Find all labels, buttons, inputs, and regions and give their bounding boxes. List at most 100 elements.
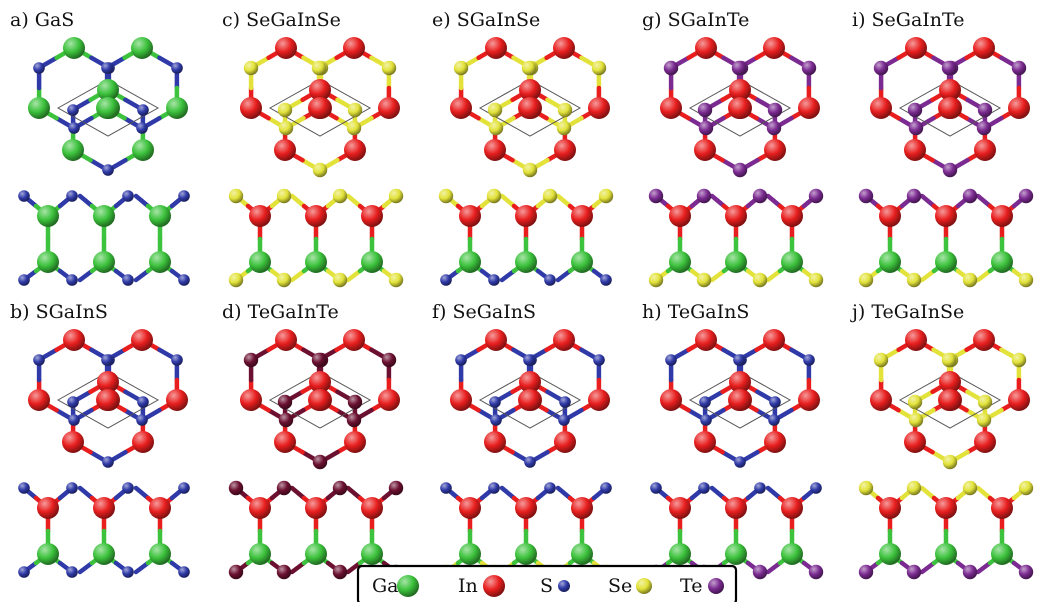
side-atom-top (962, 188, 978, 204)
top-atom (522, 162, 538, 178)
panel-label: a) GaS (10, 9, 74, 31)
top-atom (63, 329, 85, 351)
side-atom-bottom (752, 564, 768, 580)
top-view (870, 37, 1030, 178)
top-atom (488, 120, 504, 136)
top-atom (484, 139, 506, 161)
top-atom (942, 454, 958, 470)
side-atom-middle (669, 543, 691, 565)
top-atom (243, 352, 259, 368)
top-atom (131, 329, 153, 351)
side-atom-bottom (276, 564, 292, 580)
top-atom (974, 431, 996, 453)
legend-item-ga: Ga (372, 575, 419, 597)
top-atom (136, 414, 148, 426)
top-atom (132, 139, 154, 161)
side-atom-middle (515, 497, 537, 519)
side-atom-middle (305, 497, 327, 519)
unit-cell (898, 79, 1002, 137)
top-atom (137, 104, 149, 116)
top-atom (976, 120, 992, 136)
side-atom-top (388, 480, 404, 496)
side-atom-top (18, 482, 30, 494)
top-atom (346, 412, 362, 428)
side-atom-middle (149, 543, 171, 565)
top-atom (309, 97, 331, 119)
side-atom-top (388, 188, 404, 204)
side-atom-middle (725, 205, 747, 227)
side-atom-middle (991, 497, 1013, 519)
top-atom (907, 394, 923, 410)
top-atom (309, 79, 331, 101)
side-atom-middle (37, 497, 59, 519)
side-atom-middle (669, 251, 691, 273)
legend-swatch (397, 575, 419, 597)
top-atom (941, 60, 957, 76)
top-atom (1011, 60, 1027, 76)
top-atom (312, 454, 328, 470)
panel-g: g) SGaInTe (642, 9, 824, 288)
top-atom (939, 389, 961, 411)
top-atom (769, 396, 781, 408)
legend-swatch (636, 578, 652, 594)
top-atom (309, 389, 331, 411)
side-atom-top (18, 190, 30, 202)
side-atom-top (488, 482, 500, 494)
side-atom-top (276, 480, 292, 496)
top-atom (553, 37, 575, 59)
side-view (858, 480, 1034, 580)
side-view (228, 480, 404, 580)
top-atom (729, 97, 751, 119)
top-atom (381, 352, 397, 368)
top-atom (33, 354, 45, 366)
top-atom (803, 354, 815, 366)
side-atom-top (66, 190, 78, 202)
side-atom-middle (935, 205, 957, 227)
top-atom (973, 37, 995, 59)
side-atom-middle (249, 497, 271, 519)
top-atom (137, 396, 149, 408)
panel-i: i) SeGaInTe (852, 9, 1034, 288)
side-atom-middle (93, 251, 115, 273)
side-view (18, 482, 190, 578)
legend-label: Te (680, 575, 702, 597)
side-atom-middle (305, 251, 327, 273)
side-atom-middle (571, 205, 593, 227)
side-atom-bottom (962, 272, 978, 288)
top-atom (378, 389, 400, 411)
side-atom-top (962, 480, 978, 496)
side-atom-middle (515, 205, 537, 227)
top-atom (484, 431, 506, 453)
top-atom (344, 431, 366, 453)
side-atom-bottom (544, 274, 556, 286)
side-atom-top (1018, 188, 1034, 204)
legend-label: Se (608, 575, 632, 597)
top-atom (275, 329, 297, 351)
panel-label: j) TeGaInSe (850, 301, 964, 323)
side-atom-bottom (752, 272, 768, 288)
side-atom-middle (459, 543, 481, 565)
side-atom-bottom (276, 272, 292, 288)
side-atom-middle (37, 543, 59, 565)
side-atom-middle (459, 497, 481, 519)
side-atom-middle (781, 497, 803, 519)
side-atom-middle (361, 251, 383, 273)
unit-cell (688, 79, 792, 137)
side-atom-middle (669, 205, 691, 227)
side-atom-top (696, 188, 712, 204)
side-atom-middle (669, 497, 691, 519)
side-atom-top (178, 190, 190, 202)
top-atom (521, 60, 537, 76)
side-atom-bottom (648, 272, 664, 288)
side-atom-middle (515, 543, 537, 565)
top-atom (729, 371, 751, 393)
side-atom-middle (149, 251, 171, 273)
side-atom-top (122, 190, 134, 202)
panel-label: b) SGaInS (10, 301, 108, 323)
side-atom-top (228, 480, 244, 496)
legend-label: In (458, 575, 478, 597)
side-atom-middle (725, 543, 747, 565)
side-atom-bottom (962, 564, 978, 580)
side-atom-middle (991, 543, 1013, 565)
